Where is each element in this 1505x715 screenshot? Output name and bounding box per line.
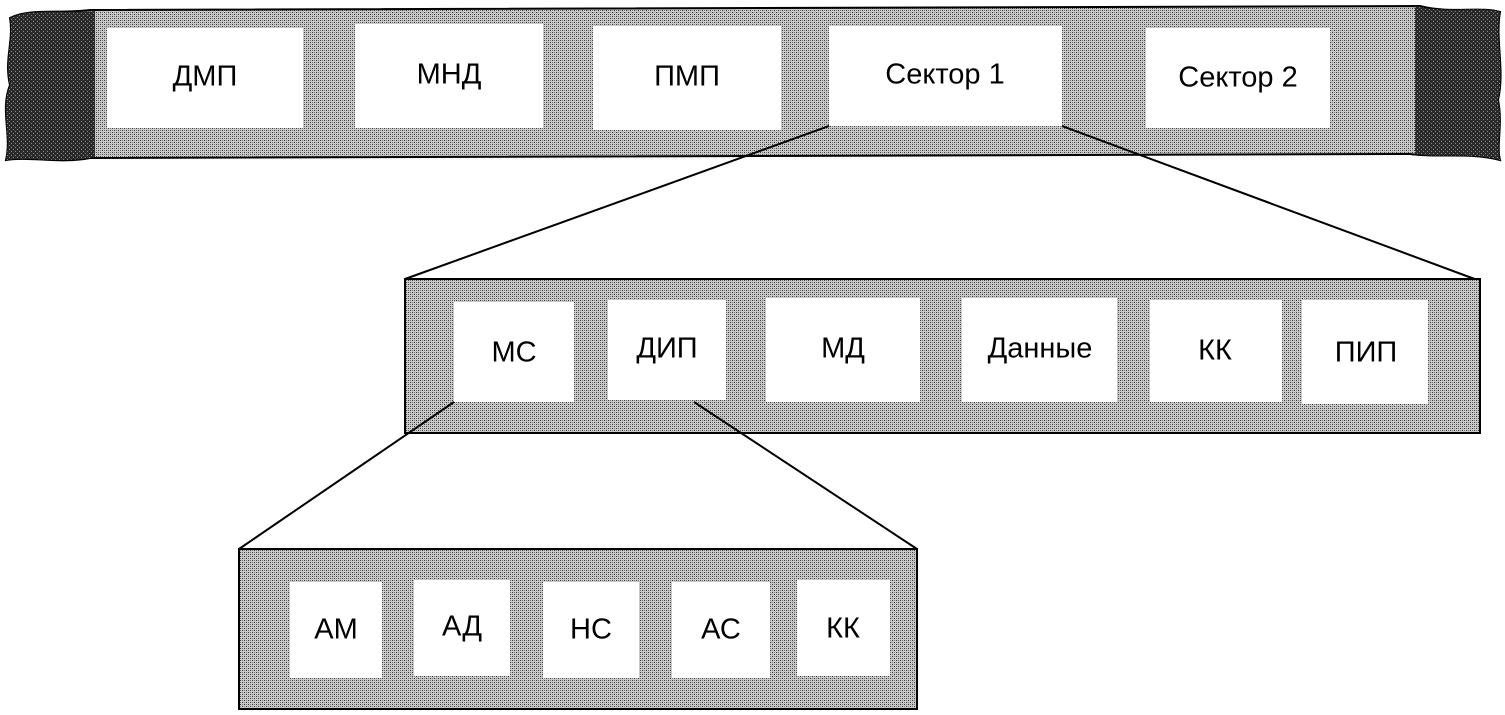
track-cell-mnd: МНД <box>355 24 543 128</box>
marker-cell-am: АМ <box>290 582 382 678</box>
sector-strip: МС ДИП МД Данные КК ПИП <box>404 278 1481 434</box>
sector-cell-data: Данные <box>962 298 1117 402</box>
zoom-line-sector-right <box>1061 125 1481 282</box>
marker-cell-ns-label: НС <box>570 614 612 646</box>
track-cell-pmp: ПМП <box>593 26 781 130</box>
zoom-line-sector-left <box>404 125 830 280</box>
marker-cell-ad: АД <box>414 580 510 676</box>
track-cell-dmp-label: ДМП <box>173 61 238 93</box>
track-cell-sector2-label: Сектор 2 <box>1178 62 1297 94</box>
track-cell-pmp-label: ПМП <box>654 61 720 93</box>
track-strip: ДМП МНД ПМП Сектор 1 Сектор 2 <box>4 4 1502 162</box>
track-cell-sector1: Сектор 1 <box>829 26 1062 126</box>
sector-cell-data-label: Данные <box>988 333 1093 365</box>
sector-cell-md: МД <box>766 298 920 402</box>
marker-cell-ad-label: АД <box>442 611 482 643</box>
track-strip-left-end <box>5 11 96 160</box>
marker-cell-kk-label: КК <box>826 613 860 645</box>
sector-cell-md-label: МД <box>821 333 865 365</box>
sector-cell-kk: КК <box>1150 300 1282 402</box>
sector-cell-ms-label: МС <box>491 337 536 369</box>
track-strip-right-end <box>1415 6 1501 160</box>
zoom-line-marker-left <box>238 401 455 550</box>
marker-cell-am-label: АМ <box>314 614 358 646</box>
zoom-line-marker-right <box>693 401 918 550</box>
sector-cell-dip-label: ДИП <box>636 333 697 365</box>
sector-cell-pip: ПИП <box>1302 300 1428 404</box>
track-cell-dmp: ДМП <box>107 28 303 128</box>
sector-cell-kk-label: КК <box>1198 335 1232 367</box>
sector-cell-dip: ДИП <box>608 300 726 400</box>
track-cell-sector1-label: Сектор 1 <box>885 59 1004 91</box>
marker-cell-as: АС <box>672 582 770 678</box>
sector-strip-band <box>404 278 1481 434</box>
marker-cell-as-label: АС <box>701 614 741 646</box>
sector-cell-pip-label: ПИП <box>1335 337 1398 369</box>
track-cell-mnd-label: МНД <box>417 59 482 91</box>
marker-cell-ns: НС <box>543 582 639 678</box>
marker-cell-kk: КК <box>797 580 890 676</box>
sector-cell-ms: МС <box>454 302 574 402</box>
track-cell-sector2: Сектор 2 <box>1146 28 1330 128</box>
address-marker-strip: АМ АД НС АС КК <box>238 548 918 710</box>
